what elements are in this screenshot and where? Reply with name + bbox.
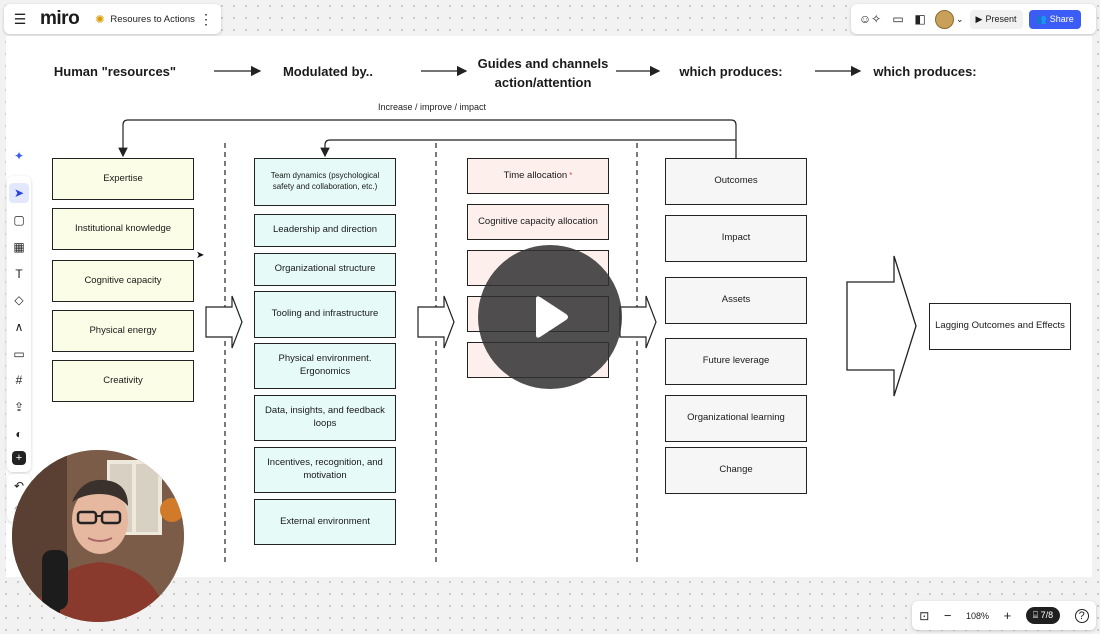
pen-icon[interactable]: ∧ xyxy=(14,319,24,334)
sticky-note-icon[interactable]: ▢ xyxy=(13,213,25,228)
top-left-toolbar: ☰ miro ✺ Resoures to Actions ⋮ xyxy=(4,4,221,34)
allocation-time[interactable]: Time allocation* xyxy=(467,158,609,194)
palette-icon[interactable]: ◐ xyxy=(15,426,23,441)
modulator-physical-environment[interactable]: Physical environment. Ergonomics xyxy=(254,343,396,389)
chevron-down-icon[interactable]: ⌄ xyxy=(956,13,964,24)
video-call-icon[interactable]: ◧ xyxy=(914,12,926,26)
output-assets[interactable]: Assets xyxy=(665,277,807,324)
board-emoji-icon: ✺ xyxy=(95,13,105,26)
zoom-out-icon[interactable]: − xyxy=(943,608,952,623)
undo-icon[interactable]: ↶ xyxy=(13,479,25,493)
play-icon: ▶ xyxy=(975,13,983,24)
share-button[interactable]: 👥 Share xyxy=(1028,9,1081,29)
zoom-toolbar: ⊡ − 108% + ⌸ 7/8 ? xyxy=(912,601,1096,630)
main-menu-icon[interactable]: ☰ xyxy=(13,10,27,27)
board-name[interactable]: Resoures to Actions xyxy=(110,13,195,25)
modulator-tooling[interactable]: Tooling and infrastructure xyxy=(254,291,396,338)
presenter-webcam xyxy=(12,450,184,622)
output-outcomes[interactable]: Outcomes xyxy=(665,158,807,205)
board-options-icon[interactable]: ⋮ xyxy=(199,10,213,27)
present-label: Present xyxy=(985,14,1017,24)
resource-cognitive-capacity[interactable]: Cognitive capacity xyxy=(52,260,194,302)
miro-logo: miro xyxy=(40,8,80,29)
present-button[interactable]: ▶ Present xyxy=(969,9,1023,29)
comment-tool-icon[interactable]: ▭ xyxy=(13,346,25,361)
allocation-time-label: Time allocation xyxy=(503,169,568,181)
header-which-produces-1: which produces: xyxy=(679,64,783,79)
shapes-icon[interactable]: ◇ xyxy=(14,293,24,308)
text-tool-icon[interactable]: T xyxy=(15,266,23,281)
ai-assist-icon[interactable]: ✦ xyxy=(13,149,25,163)
help-icon[interactable]: ? xyxy=(1074,608,1089,623)
frame-icon[interactable]: # xyxy=(15,373,23,388)
header-human-resources: Human "resources" xyxy=(53,64,177,79)
mouse-cursor-icon: ➤ xyxy=(196,250,205,261)
modulator-leadership[interactable]: Leadership and direction xyxy=(254,214,396,247)
presenter-video-frame xyxy=(12,450,184,622)
modulator-external-environment[interactable]: External environment xyxy=(254,499,396,545)
modulator-team-dynamics[interactable]: Team dynamics (psychological safety and … xyxy=(254,158,396,206)
video-play-button[interactable] xyxy=(478,245,622,389)
upload-icon[interactable]: ⇪ xyxy=(13,400,25,415)
resource-physical-energy[interactable]: Physical energy xyxy=(52,310,194,352)
left-toolbar: ➤ ▢ ▦ T ◇ ∧ ▭ # ⇪ ◐ + xyxy=(7,176,31,472)
frames-icon: ⌸ xyxy=(1032,610,1039,620)
resource-creativity[interactable]: Creativity xyxy=(52,360,194,402)
header-guides-channels: Guides and channels action/attention xyxy=(477,56,609,90)
zoom-in-icon[interactable]: + xyxy=(1003,608,1012,623)
resource-expertise[interactable]: Expertise xyxy=(52,158,194,200)
comment-icon[interactable]: ▭ xyxy=(892,12,904,26)
output-change[interactable]: Change xyxy=(665,447,807,494)
share-label: Share xyxy=(1049,14,1074,24)
resource-institutional-knowledge[interactable]: Institutional knowledge xyxy=(52,208,194,250)
fit-to-screen-icon[interactable]: ⊡ xyxy=(919,608,930,623)
feedback-loop-label: Increase / improve / impact xyxy=(378,102,487,112)
frames-page-indicator[interactable]: ⌸ 7/8 xyxy=(1025,607,1061,624)
allocation-cognitive-capacity[interactable]: Cognitive capacity allocation xyxy=(467,204,609,240)
lagging-outcomes[interactable]: Lagging Outcomes and Effects xyxy=(929,303,1071,350)
header-modulated-by: Modulated by.. xyxy=(282,64,374,79)
modulator-org-structure[interactable]: Organizational structure xyxy=(254,253,396,286)
user-avatar[interactable] xyxy=(935,9,954,29)
output-impact[interactable]: Impact xyxy=(665,215,807,262)
users-icon: 👥 xyxy=(1035,13,1047,24)
zoom-level[interactable]: 108% xyxy=(966,610,990,621)
play-triangle-icon xyxy=(536,296,568,338)
comment-marker-icon: * xyxy=(569,170,573,180)
page-count: 7/8 xyxy=(1040,610,1054,620)
modulator-incentives[interactable]: Incentives, recognition, and motivation xyxy=(254,447,396,493)
output-future-leverage[interactable]: Future leverage xyxy=(665,338,807,385)
modulator-data-insights[interactable]: Data, insights, and feedback loops xyxy=(254,395,396,441)
output-org-learning[interactable]: Organizational learning xyxy=(665,395,807,442)
templates-icon[interactable]: ▦ xyxy=(13,239,25,254)
reactions-icon[interactable]: ☺✧ xyxy=(858,12,882,26)
header-which-produces-2: which produces: xyxy=(873,64,977,79)
select-tool-icon[interactable]: ➤ xyxy=(9,183,29,204)
more-tools-icon[interactable]: + xyxy=(12,450,26,465)
top-right-toolbar: ☺✧ ▭ ◧ ⌄ ▶ Present 👥 Share xyxy=(851,4,1096,34)
